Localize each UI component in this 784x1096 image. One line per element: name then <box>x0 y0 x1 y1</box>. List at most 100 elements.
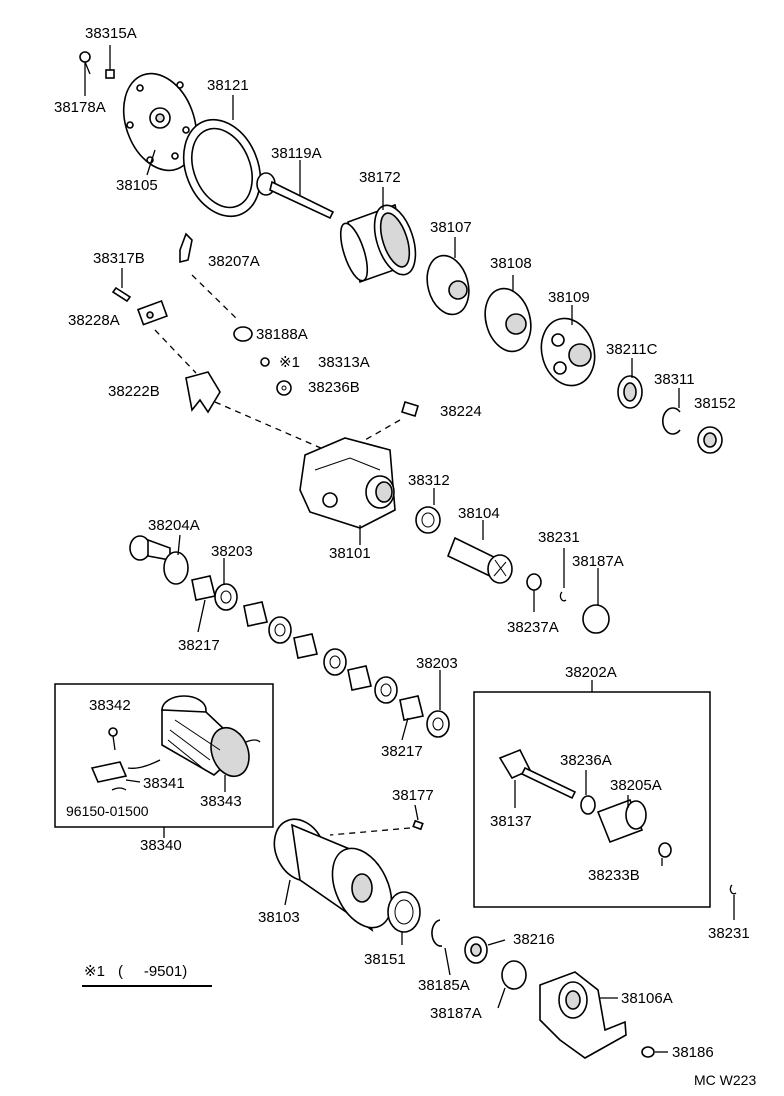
bolt-38224 <box>401 400 419 418</box>
sleeve-38205A <box>596 798 647 844</box>
motor-38343 <box>127 695 261 778</box>
carrier-38108 <box>484 287 532 353</box>
snap-ring-38185A <box>431 919 443 947</box>
label-38340: 38340 <box>140 837 182 854</box>
label-38152: 38152 <box>694 395 736 412</box>
footnote-text: ( -9501) <box>118 963 187 980</box>
label-38237A: 38237A <box>507 619 559 636</box>
clutch-discs <box>191 575 450 738</box>
gasket-38121 <box>182 118 262 218</box>
label-38105: 38105 <box>116 177 158 194</box>
transfer-case-38101 <box>299 437 396 529</box>
clip-38231-lower <box>729 884 737 895</box>
washer-38236B <box>276 380 292 396</box>
label-38317B: 38317B <box>93 250 145 267</box>
label-38311: 38311 <box>654 371 695 388</box>
label-38178A: 38178A <box>54 99 106 116</box>
label-38108: 38108 <box>490 255 532 272</box>
label-38188A: 38188A <box>256 326 308 343</box>
label-38315A: 38315A <box>85 25 137 42</box>
bearing-38211C <box>617 375 643 409</box>
label-38106A: 38106A <box>621 990 673 1007</box>
o-ring-38188A <box>233 326 253 342</box>
bolt-38178A <box>79 51 91 75</box>
hub-38204A <box>129 535 189 585</box>
shaft-38104 <box>446 536 513 584</box>
label-38313A: 38313A <box>318 354 370 371</box>
gear-38137 <box>498 748 577 800</box>
o-ring-38187A-lower <box>501 960 527 990</box>
seal-38151 <box>387 891 421 933</box>
label-38103: 38103 <box>258 909 300 926</box>
block-38228A <box>136 300 168 326</box>
bracket-38341 <box>90 761 128 783</box>
washer-38237A <box>526 573 542 591</box>
clip-38313A <box>260 357 270 367</box>
label-38236B: 38236B <box>308 379 360 396</box>
label-38217-lower: 38217 <box>381 743 423 760</box>
carrier-38107 <box>426 254 470 316</box>
label-38342: 38342 <box>89 697 131 714</box>
spring-38207A <box>179 232 193 264</box>
pin-38317B <box>111 286 132 303</box>
shaft-38119A <box>256 172 335 220</box>
seal-38312 <box>415 506 441 534</box>
housing-38106A <box>539 971 627 1059</box>
clip-96150 <box>111 787 127 791</box>
label-38203-upper: 38203 <box>211 543 253 560</box>
ring-gear-38172 <box>339 203 417 284</box>
label-38107: 38107 <box>430 219 472 236</box>
bolt-38342 <box>108 727 118 751</box>
label-38101: 38101 <box>329 545 371 562</box>
label-38204A: 38204A <box>148 517 200 534</box>
footnote-mark: ※1 <box>84 963 105 980</box>
label-96150-01500: 96150-01500 <box>66 803 149 819</box>
label-38217-upper: 38217 <box>178 637 220 654</box>
washer-38236A <box>580 795 596 815</box>
label-38203-lower: 38203 <box>416 655 458 672</box>
label-38137: 38137 <box>490 813 532 830</box>
label-38343: 38343 <box>200 793 242 810</box>
label-38151: 38151 <box>364 951 406 968</box>
label-38177: 38177 <box>392 787 434 804</box>
planetary-38109 <box>540 317 596 387</box>
clip-38231-upper <box>559 591 567 602</box>
label-38109: 38109 <box>548 289 590 306</box>
extension-housing-38103 <box>273 818 393 932</box>
label-38172: 38172 <box>359 169 401 186</box>
label-38202A: 38202A <box>565 664 617 681</box>
o-ring-38187A-upper <box>582 604 610 634</box>
label-38222B: 38222B <box>108 383 160 400</box>
seal-38152 <box>697 426 723 454</box>
label-38216: 38216 <box>513 931 555 948</box>
bolt-38186 <box>641 1046 655 1058</box>
snap-ring-38311 <box>662 407 681 435</box>
label-38104: 38104 <box>458 505 500 522</box>
label-38186: 38186 <box>672 1044 714 1061</box>
label-38341: 38341 <box>143 775 185 792</box>
seal-38233B <box>658 842 672 858</box>
label-38121: 38121 <box>207 77 249 94</box>
label-38224: 38224 <box>440 403 482 420</box>
shift-fork-38222B <box>185 371 221 414</box>
label-38231-upper: 38231 <box>538 529 580 546</box>
note-mark-38313A: ※1 <box>279 354 300 371</box>
label-38187A-upper: 38187A <box>572 553 624 570</box>
label-38187A-lower: 38187A <box>430 1005 482 1022</box>
label-38312: 38312 <box>408 472 450 489</box>
label-38205A: 38205A <box>610 777 662 794</box>
label-38233B: 38233B <box>588 867 640 884</box>
pin-38177 <box>412 819 424 831</box>
label-38231-lower: 38231 <box>708 925 750 942</box>
label-38185A: 38185A <box>418 977 470 994</box>
label-38119A: 38119A <box>271 145 322 162</box>
cover-plate-38105 <box>122 72 198 172</box>
label-38207A: 38207A <box>208 253 260 270</box>
label-38236A: 38236A <box>560 752 612 769</box>
label-38211C: 38211C <box>606 341 658 358</box>
nut-38315A <box>105 69 115 79</box>
bearing-38216 <box>464 936 488 964</box>
diagram-code: MC W223 <box>694 1072 756 1088</box>
label-38228A: 38228A <box>68 312 120 329</box>
